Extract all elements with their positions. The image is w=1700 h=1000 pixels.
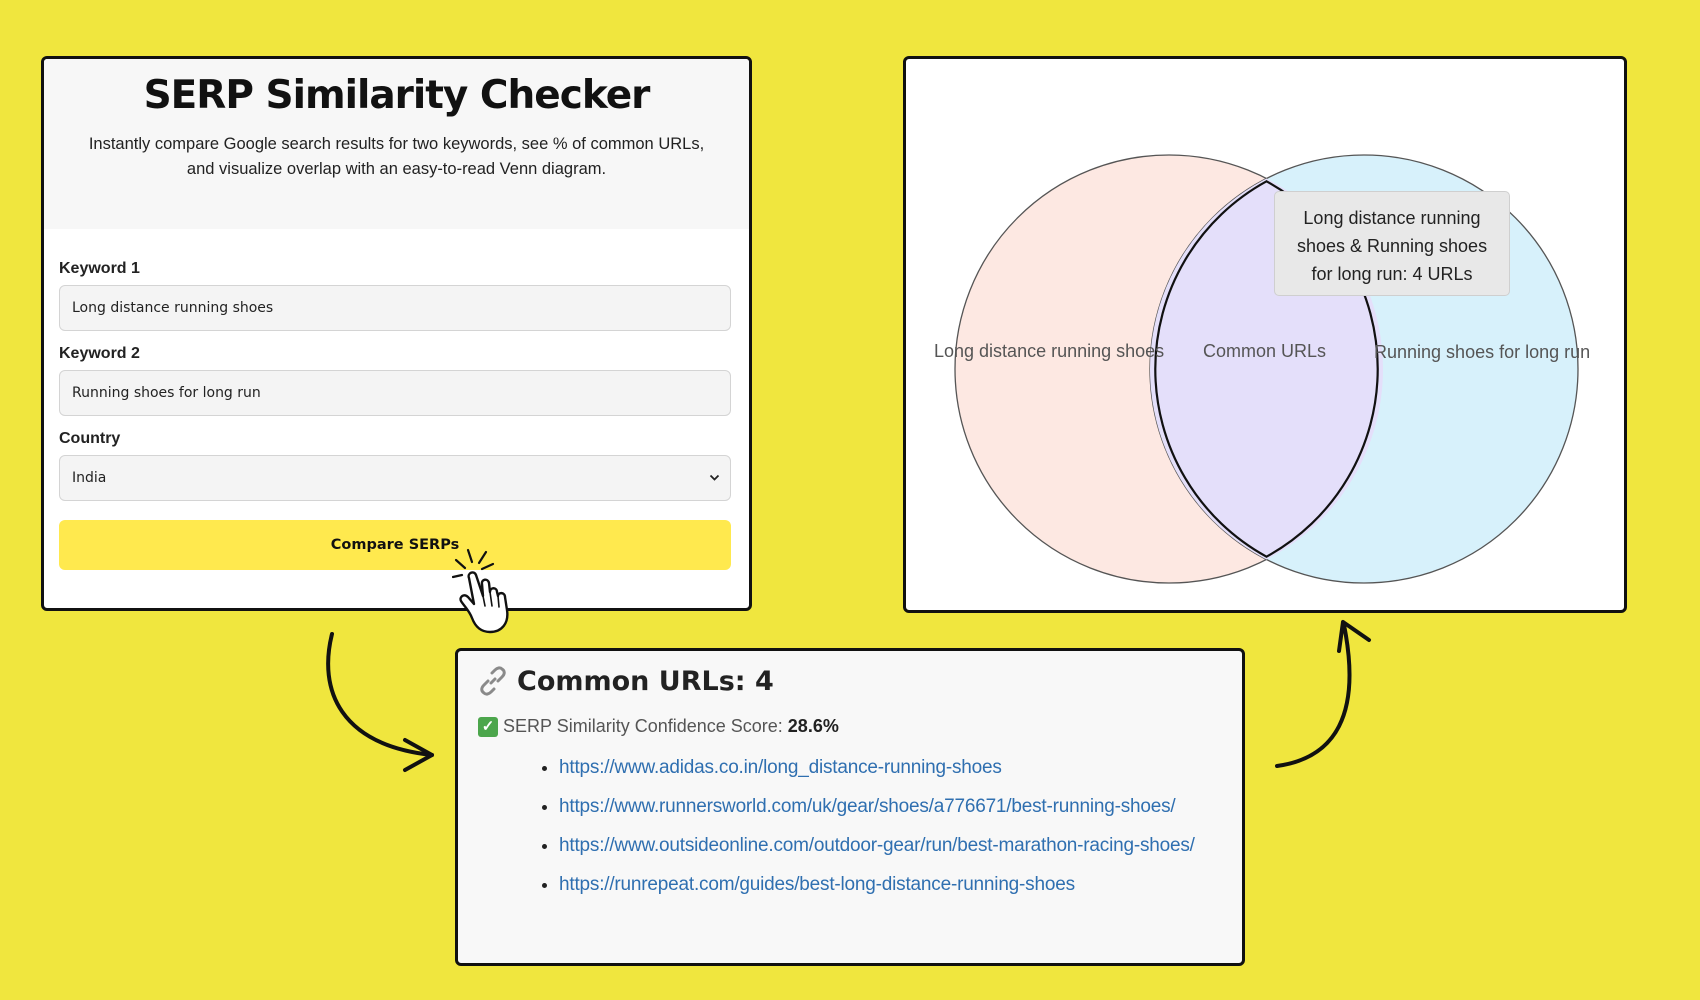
hand-pointer-icon [452, 548, 509, 634]
venn-diagram: Long distance running shoes Common URLs … [934, 154, 1590, 584]
url-link-4[interactable]: https://runrepeat.com/guides/best-long-d… [559, 874, 1075, 895]
curved-arrow-up-icon [1275, 623, 1352, 768]
url-link-1[interactable]: https://www.adidas.co.in/long_distance-r… [559, 757, 1002, 778]
score-label: SERP Similarity Confidence Score: [503, 716, 783, 736]
serp-checker-form-card: SERP Similarity Checker Instantly compar… [41, 56, 752, 611]
keyword1-label: Keyword 1 [59, 260, 140, 277]
venn-tooltip: Long distance running shoes & Running sh… [1274, 191, 1510, 296]
list-item: https://www.outsideonline.com/outdoor-ge… [559, 831, 1215, 860]
list-item: https://www.adidas.co.in/long_distance-r… [559, 753, 1215, 782]
list-item: https://www.runnersworld.com/uk/gear/sho… [559, 792, 1215, 821]
app-title: SERP Similarity Checker [143, 73, 651, 118]
venn-center-label: Common URLs [1203, 341, 1326, 361]
keyword2-label: Keyword 2 [59, 345, 140, 362]
venn-right-label: Running shoes for long run [1374, 342, 1590, 362]
keyword2-input[interactable] [59, 370, 731, 416]
curved-arrow-down-icon [326, 632, 434, 757]
url-link-2[interactable]: https://www.runnersworld.com/uk/gear/sho… [559, 796, 1176, 817]
link-icon [480, 666, 506, 696]
chevron-down-icon [709, 456, 720, 519]
country-selected-value: India [72, 470, 107, 486]
results-card: Common URLs: 4 ✓ SERP Similarity Confide… [455, 648, 1245, 966]
venn-diagram-card: Long distance running shoes Common URLs … [903, 56, 1627, 613]
venn-overlap-region [1150, 155, 1383, 583]
score-value: 28.6% [787, 716, 839, 736]
country-label: Country [59, 430, 121, 447]
common-url-list: https://www.adidas.co.in/long_distance-r… [515, 753, 1215, 909]
compare-serps-button[interactable]: Compare SERPs [59, 520, 731, 570]
form-body: Keyword 1 Keyword 2 Country India Compar… [44, 229, 749, 570]
form-header: SERP Similarity Checker Instantly compar… [44, 59, 749, 229]
app-description: Instantly compare Google search results … [88, 135, 705, 178]
list-item: https://runrepeat.com/guides/best-long-d… [559, 870, 1215, 899]
url-link-3[interactable]: https://www.outsideonline.com/outdoor-ge… [559, 835, 1195, 856]
results-heading: Common URLs: 4 [477, 665, 774, 697]
check-box-icon: ✓ [478, 716, 498, 737]
venn-left-label: Long distance running shoes [934, 341, 1164, 361]
results-title-text: Common URLs: 4 [517, 665, 774, 697]
confidence-score-line: ✓ SERP Similarity Confidence Score: 28.6… [478, 716, 839, 737]
keyword1-input[interactable] [59, 285, 731, 331]
country-select[interactable]: India [59, 455, 731, 501]
